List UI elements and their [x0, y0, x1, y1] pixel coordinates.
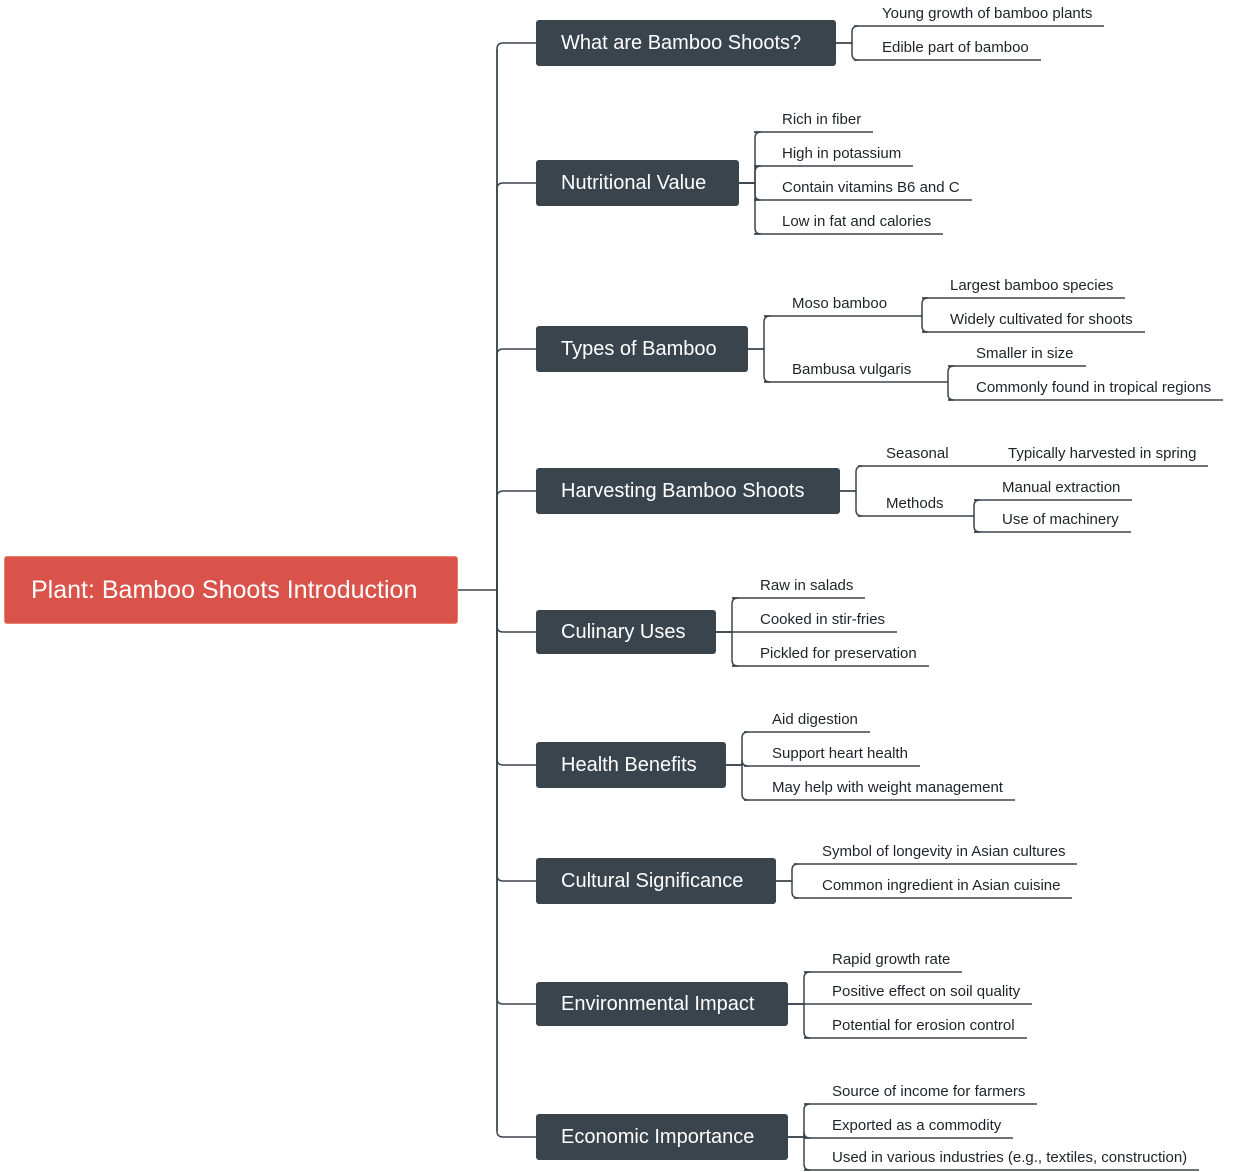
leaf-low-fat[interactable]: Low in fat and calories: [782, 213, 932, 230]
leaf-low-fat-link: [739, 182, 762, 235]
leaf-manual-extraction-link: [973, 499, 981, 516]
leaf-edible-part-link: [836, 42, 859, 61]
branch-link-8: [496, 590, 536, 1138]
branch-environmental-impact[interactable]: Environmental Impact: [536, 982, 788, 1026]
leaf-symbol-longevity[interactable]: Symbol of longevity in Asian cultures: [822, 843, 1066, 860]
leaf-tropical-regions[interactable]: Commonly found in tropical regions: [976, 379, 1212, 396]
branch-health-benefits[interactable]: Health Benefits: [536, 742, 726, 788]
leaf-asian-cuisine[interactable]: Common ingredient in Asian cuisine: [822, 877, 1061, 894]
leaf-manual-extraction[interactable]: Manual extraction: [1002, 479, 1121, 496]
branch-harvesting[interactable]: Harvesting Bamboo Shoots: [536, 468, 840, 514]
sub-seasonal-link: [840, 465, 863, 492]
branch-culinary-uses[interactable]: Culinary Uses: [536, 610, 716, 654]
leaf-tropical-regions-link: [947, 382, 955, 401]
branch-cultural-significance[interactable]: Cultural Significance: [536, 858, 776, 904]
branch-what-are-bamboo-shoots[interactable]: What are Bamboo Shoots?: [536, 20, 836, 66]
leaf-smaller-in-size-link: [947, 365, 955, 382]
leaf-rapid-growth[interactable]: Rapid growth rate: [832, 951, 951, 968]
leaf-income-farmers[interactable]: Source of income for farmers: [832, 1083, 1026, 1100]
leaf-income-farmers-link: [788, 1103, 811, 1138]
sub-moso-bamboo-link: [748, 315, 771, 350]
branch-link-2: [496, 348, 536, 590]
leaf-largest-species[interactable]: Largest bamboo species: [950, 277, 1114, 294]
leaf-widely-cultivated-link: [921, 316, 929, 333]
leaf-weight-management[interactable]: May help with weight management: [772, 779, 1003, 796]
root-topic[interactable]: Plant: Bamboo Shoots Introduction: [4, 556, 458, 624]
leaf-pickled-link: [716, 631, 739, 667]
branch-link-3: [496, 490, 536, 590]
leaf-harvested-spring[interactable]: Typically harvested in spring: [1008, 445, 1197, 462]
leaf-soil-quality[interactable]: Positive effect on soil quality: [832, 983, 1021, 1000]
leaf-various-industries[interactable]: Used in various industries (e.g., textil…: [832, 1149, 1188, 1166]
branch-nutritional-value[interactable]: Nutritional Value: [536, 160, 739, 206]
leaf-rich-in-fiber[interactable]: Rich in fiber: [782, 111, 862, 128]
leaf-young-growth[interactable]: Young growth of bamboo plants: [882, 5, 1093, 22]
leaf-rapid-growth-link: [788, 971, 811, 1005]
leaf-widely-cultivated[interactable]: Widely cultivated for shoots: [950, 311, 1133, 328]
leaf-smaller-in-size[interactable]: Smaller in size: [976, 345, 1074, 362]
branch-link-0: [496, 42, 536, 590]
leaf-cooked-stir-fries[interactable]: Cooked in stir-fries: [760, 611, 886, 628]
leaf-pickled[interactable]: Pickled for preservation: [760, 645, 917, 662]
leaf-rich-in-fiber-link: [739, 131, 762, 184]
leaf-young-growth-link: [836, 25, 859, 44]
leaf-raw-in-salads-link: [716, 597, 739, 633]
leaf-vitamins-link: [739, 182, 762, 201]
leaf-asian-cuisine-link: [776, 880, 799, 899]
sub-bambusa-vulgaris[interactable]: Bambusa vulgaris: [792, 361, 912, 378]
branch-link-7: [496, 590, 536, 1005]
sub-methods[interactable]: Methods: [886, 495, 944, 512]
leaf-erosion-control[interactable]: Potential for erosion control: [832, 1017, 1015, 1034]
branch-economic-importance[interactable]: Economic Importance: [536, 1114, 788, 1160]
leaf-use-of-machinery-link: [973, 516, 981, 533]
leaf-weight-management-link: [726, 764, 749, 801]
sub-seasonal[interactable]: Seasonal: [886, 445, 949, 462]
leaf-aid-digestion-link: [726, 731, 749, 766]
leaf-aid-digestion[interactable]: Aid digestion: [772, 711, 858, 728]
sub-bambusa-vulgaris-link: [748, 348, 771, 383]
leaf-symbol-longevity-link: [776, 863, 799, 882]
leaf-exported-commodity[interactable]: Exported as a commodity: [832, 1117, 1002, 1134]
leaf-largest-species-link: [921, 297, 929, 316]
branch-types-of-bamboo[interactable]: Types of Bamboo: [536, 326, 748, 372]
sub-moso-bamboo[interactable]: Moso bamboo: [792, 295, 888, 312]
branch-link-4: [496, 590, 536, 633]
leaf-heart-health[interactable]: Support heart health: [772, 745, 908, 762]
branch-link-5: [496, 590, 536, 766]
leaf-erosion-control-link: [788, 1003, 811, 1039]
sub-methods-link: [840, 490, 863, 517]
leaf-edible-part[interactable]: Edible part of bamboo: [882, 39, 1029, 56]
leaf-raw-in-salads[interactable]: Raw in salads: [760, 577, 854, 594]
leaf-use-of-machinery[interactable]: Use of machinery: [1002, 511, 1119, 528]
leaf-vitamins[interactable]: Contain vitamins B6 and C: [782, 179, 960, 196]
leaf-high-in-potassium[interactable]: High in potassium: [782, 145, 902, 162]
branch-link-1: [496, 182, 536, 590]
branch-link-6: [496, 590, 536, 882]
leaf-high-in-potassium-link: [739, 165, 762, 184]
leaf-various-industries-link: [788, 1136, 811, 1171]
